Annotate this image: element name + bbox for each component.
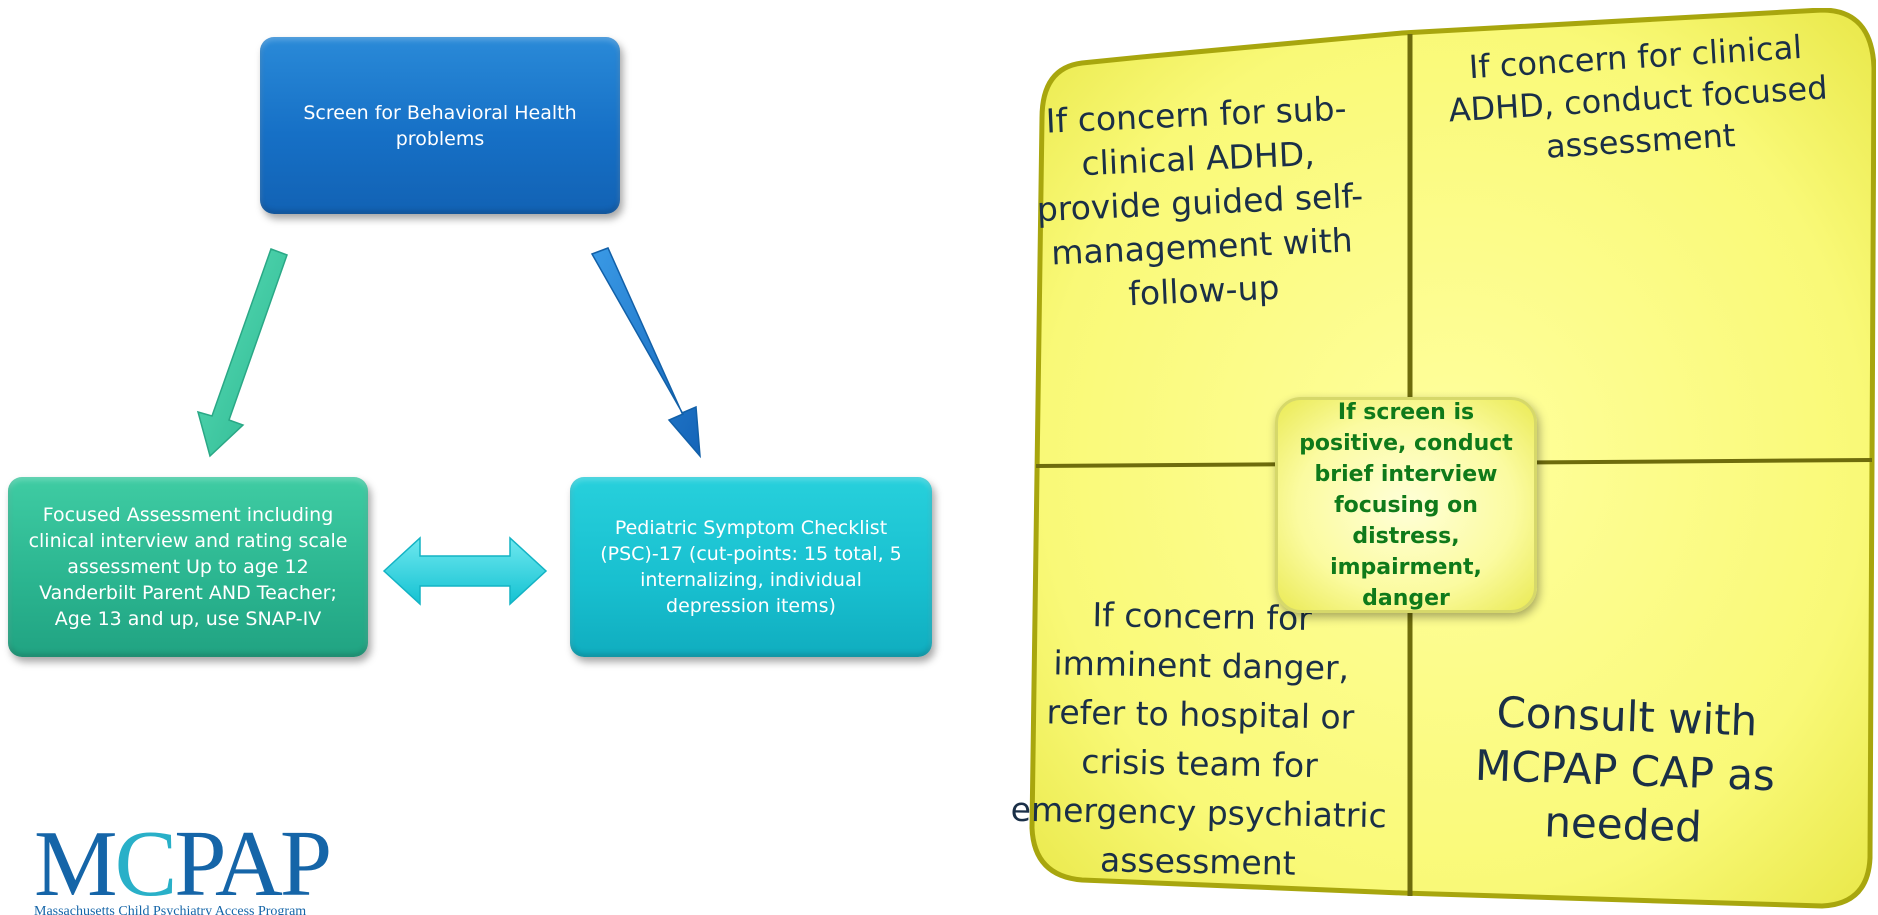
- quadrant-top-right-text: If concern for clinical ADHD, conduct fo…: [1447, 27, 1829, 166]
- arrow-screen-to-focused: [196, 248, 288, 458]
- quadrant-top-left-text: If concern for sub-clinical ADHD, provid…: [1036, 88, 1364, 314]
- center-callout: If screen is positive, conduct brief int…: [1275, 397, 1537, 613]
- screen-box: Screen for Behavioral Health problems: [260, 37, 620, 214]
- quadrant-bottom-left-text: If concern for imminent danger, refer to…: [1010, 595, 1388, 883]
- screen-box-text: Screen for Behavioral Health problems: [303, 101, 577, 150]
- arrow-focused-psc: [382, 536, 548, 606]
- logo-subtitle: Massachusetts Child Psychiatry Access Pr…: [34, 904, 307, 915]
- focused-assessment-text: Focused Assessment including clinical in…: [28, 504, 348, 630]
- arrow-screen-to-psc: [590, 247, 701, 459]
- focused-assessment-box: Focused Assessment including clinical in…: [8, 477, 368, 657]
- quadrant-bottom-right-text: Consult with MCPAP CAP as needed: [1474, 687, 1776, 852]
- logo-part-m: M: [34, 822, 118, 915]
- logo-part-pap: PAP: [174, 822, 332, 915]
- psc-box-text: Pediatric Symptom Checklist (PSC)-17 (cu…: [600, 517, 902, 617]
- logo-part-c: C: [114, 822, 178, 915]
- center-callout-text: If screen is positive, conduct brief int…: [1299, 399, 1513, 611]
- mcpap-logo: MCPAP Massachusetts Child Psychiatry Acc…: [30, 822, 370, 915]
- psc-box: Pediatric Symptom Checklist (PSC)-17 (cu…: [570, 477, 932, 657]
- logo-wordmark: MCPAP: [34, 822, 332, 915]
